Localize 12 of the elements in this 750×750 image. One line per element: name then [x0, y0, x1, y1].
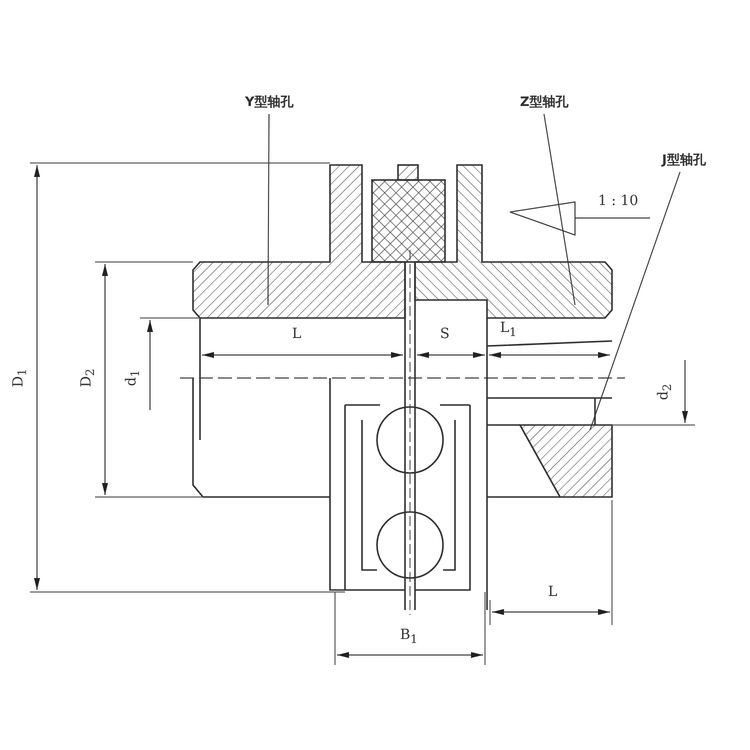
leader-line	[544, 114, 576, 306]
leader-line	[268, 114, 270, 306]
dimension-label: S	[440, 326, 450, 342]
taper-label: 1 : 10	[598, 193, 638, 209]
dimension-label: L$_{1}$	[500, 320, 517, 340]
dimension-label: B$_{1}$	[400, 627, 418, 647]
leader-label: Z型轴孔	[520, 94, 568, 112]
dimension-label: L	[292, 326, 302, 342]
dimension-label: L	[548, 584, 558, 600]
leader-label: J型轴孔	[662, 152, 706, 170]
leader-label: Y型轴孔	[245, 94, 294, 112]
leader-line	[590, 172, 680, 430]
